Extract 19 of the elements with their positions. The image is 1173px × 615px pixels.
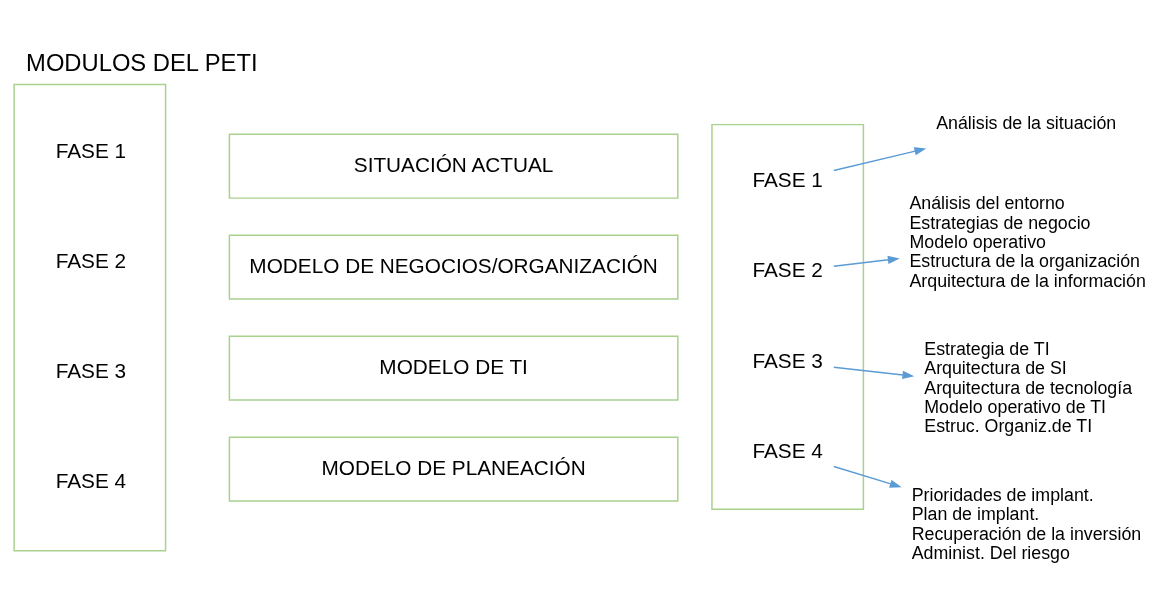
node-box: MODELO DE TI — [228, 334, 679, 401]
arrow — [833, 366, 915, 379]
node-box: MODELO DE PLANEACIÓN — [228, 435, 679, 502]
node-text: FASE 1 — [752, 167, 823, 191]
node-text: Análisis de la situación — [936, 112, 1117, 133]
arrow — [833, 255, 900, 267]
node-text: Estrategia de TI Arquitectura de SI Arquitectura de tecnología Modelo operativo de TI Estruc. Organiz.de TI — [924, 338, 1133, 436]
arrow — [833, 146, 927, 171]
node-text: FASE 3 — [752, 348, 823, 372]
diagram-title: MODULOS DEL PETI — [26, 48, 258, 76]
cluster — [711, 123, 865, 510]
node-text: Análisis del entorno Estrategias de negocio Modelo operativo Estructura de la organización Arquitectura de la información — [909, 192, 1146, 291]
node-box: FASE 1 FASE 2 FASE 3 FASE 4 — [13, 83, 167, 551]
arrow — [833, 465, 902, 488]
node-text: FASE 2 — [752, 257, 823, 281]
node-box: MODELO DE NEGOCIOS/ORGANIZACIÓN — [228, 234, 679, 300]
node-text: Prioridades de implant. Plan de implant. Recuperación de la inversión Administ. Del riesgo — [911, 484, 1142, 563]
node-box: SITUACIÓN ACTUAL — [228, 133, 679, 199]
node-text: FASE 4 — [752, 438, 823, 462]
